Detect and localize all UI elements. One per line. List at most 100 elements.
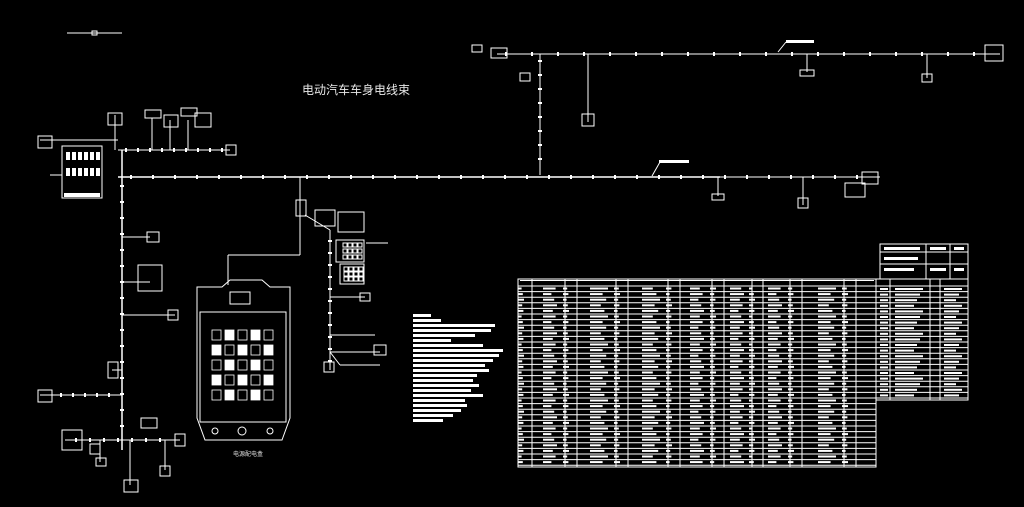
table-cell-text [842, 399, 847, 402]
connector-large [137, 264, 163, 292]
note-line [413, 414, 453, 417]
table-cell-text [710, 304, 714, 307]
wire-marker [869, 52, 871, 56]
pin [348, 266, 354, 272]
table-cell-text [749, 332, 754, 335]
table-cell-text [710, 298, 716, 301]
table-cell-text [710, 365, 715, 368]
notes-block [413, 314, 503, 422]
table-cell-text [690, 427, 700, 430]
table-cell-text [543, 349, 552, 352]
wire-marker [103, 438, 105, 442]
table-cell-text [518, 416, 523, 419]
table-cell-text [543, 365, 553, 368]
table-cell-text [842, 293, 848, 296]
wire-marker [947, 52, 949, 56]
table-cell-text [666, 360, 672, 363]
connector-hanger [711, 193, 725, 201]
table-cell-text [518, 332, 523, 335]
table-cell-text [563, 455, 568, 458]
table-cell-text [768, 416, 782, 419]
table-cell-text [710, 388, 714, 391]
table-cell-text [842, 438, 847, 441]
wire-marker [538, 144, 542, 146]
table-cell-text [749, 304, 754, 307]
table-cell-text [543, 393, 553, 396]
wire-marker [482, 175, 484, 179]
table-cell-text [563, 349, 569, 352]
table-cell-text [543, 360, 557, 363]
note-line [413, 399, 465, 402]
module-pin [96, 152, 100, 160]
wire-marker [460, 175, 462, 179]
table-cell-text [788, 405, 794, 408]
table-cell-text [880, 293, 888, 296]
wire-marker [60, 393, 62, 397]
table-cell-text [788, 309, 794, 312]
table-cell-text [543, 377, 552, 380]
table-cell-text [590, 321, 603, 324]
table-cell-text [842, 360, 848, 363]
table-cell-text [666, 309, 671, 312]
table-cell-text [543, 298, 555, 301]
table-cell-text [944, 377, 959, 380]
table-cell-text [543, 416, 557, 419]
note-line [413, 314, 431, 317]
note-line [413, 404, 467, 407]
table-cell-text [749, 427, 753, 430]
table-cell-text [788, 371, 793, 374]
table-cell-text [543, 287, 556, 290]
fuse-slot [263, 374, 274, 386]
table-cell-text [749, 337, 755, 340]
wire-marker [120, 249, 124, 251]
table-cell-text [518, 349, 523, 352]
module-pin [84, 168, 88, 176]
table-cell-text [614, 354, 619, 357]
wire-marker [120, 265, 124, 267]
table-cell-text [563, 399, 568, 402]
table-cell-text [666, 433, 670, 436]
table-cell-text [563, 433, 569, 436]
connector-bottom [123, 479, 139, 493]
wire-marker [284, 175, 286, 179]
table-cell-text [590, 332, 601, 335]
table-cell-text [614, 438, 619, 441]
table-cell-text [642, 388, 655, 391]
connector [89, 443, 101, 455]
wire-marker [328, 324, 332, 326]
table-cell-text [895, 349, 914, 352]
table-cell-text [690, 315, 700, 318]
table-cell-text [518, 427, 522, 430]
table-cell-text [563, 332, 568, 335]
table-cell-text [690, 433, 703, 436]
table-cell-text [749, 444, 754, 447]
table-cell-text [642, 455, 653, 458]
pin [342, 242, 348, 248]
connector [373, 344, 387, 356]
pin [357, 254, 363, 260]
note-line [413, 364, 485, 367]
table-cell-text [518, 298, 524, 301]
table-cell-text [690, 360, 702, 363]
wire-marker [120, 297, 124, 299]
fuse-slot [250, 359, 261, 371]
table-cell-text [518, 315, 522, 318]
fuse-slot [211, 374, 222, 386]
wire-marker [843, 52, 845, 56]
table-cell-text [818, 287, 836, 290]
wire-marker [680, 175, 682, 179]
wire-marker [125, 148, 127, 152]
wire-marker [592, 175, 594, 179]
table-cell-text [788, 287, 793, 290]
wire-marker [120, 377, 124, 379]
leader-line [651, 161, 661, 177]
table-cell-text [666, 349, 670, 352]
table-cell-text [666, 444, 672, 447]
wire-marker [791, 52, 793, 56]
table-cell-text [690, 393, 704, 396]
connector-hanger [921, 73, 933, 83]
table-cell-text [590, 455, 608, 458]
table-cell-text [730, 293, 744, 296]
table-cell-text [818, 337, 833, 340]
table-cell-text [788, 337, 794, 340]
